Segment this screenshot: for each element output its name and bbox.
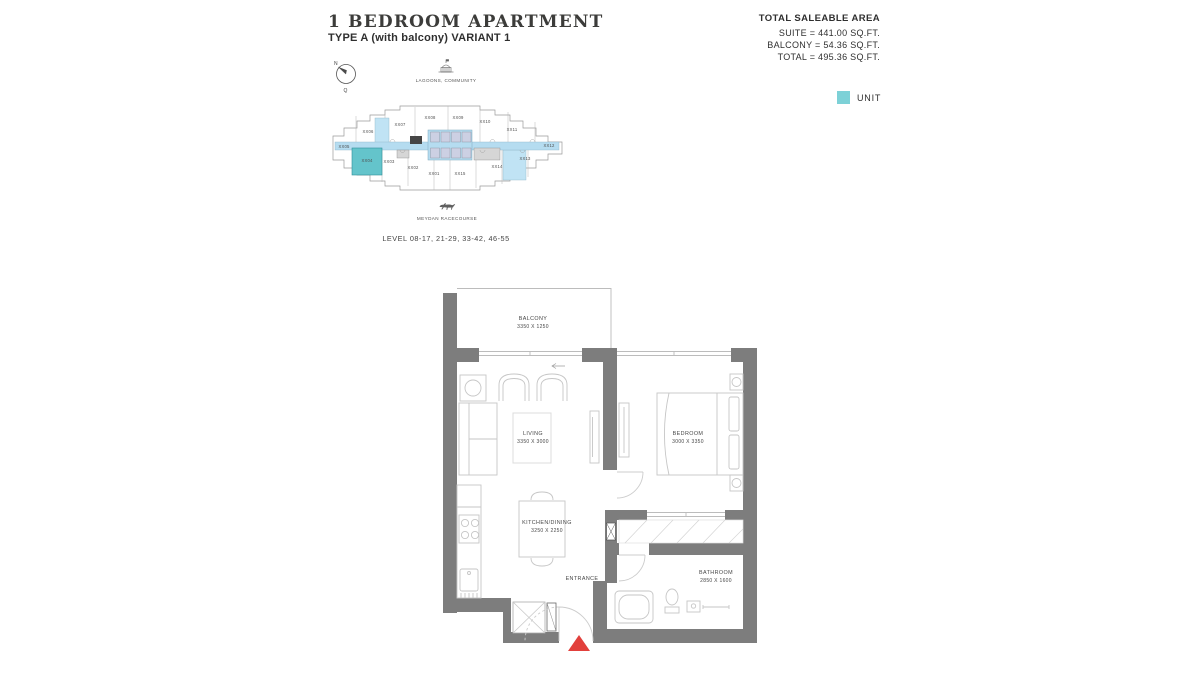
- room-dims-kitchen: 3250 X 2250: [531, 528, 563, 534]
- walls: [443, 293, 757, 643]
- area-summary-heading: TOTAL SALEABLE AREA: [758, 13, 880, 24]
- bedroom-door: [616, 471, 644, 499]
- context-label-top: LAGOONS, COMMUNITY: [415, 78, 477, 83]
- elevator-bank: [430, 131, 472, 159]
- compass-icon: N Q: [334, 61, 356, 94]
- secondary-unit-area: [502, 149, 527, 181]
- room-dims-bedroom: 3000 X 3350: [672, 439, 704, 445]
- community-landmark-icon: [438, 59, 454, 73]
- armchair: [536, 373, 568, 401]
- room-label-living: LIVING: [523, 431, 543, 437]
- rug: [512, 412, 552, 464]
- area-suite: SUITE = 441.00 SQ.FT.: [778, 28, 880, 38]
- keyplan-unit-label-highlighted: XX04: [361, 158, 373, 163]
- dresser: [618, 402, 630, 458]
- floor-plan: BALCONY 3350 X 1250 LIVING 3350 X 3000 B…: [443, 288, 757, 651]
- legend-unit-swatch: [837, 91, 850, 104]
- area-total: TOTAL = 495.36 SQ.FT.: [777, 52, 880, 62]
- room-label-kitchen: KITCHEN/DINING: [522, 520, 572, 526]
- area-summary: TOTAL SALEABLE AREA SUITE = 441.00 SQ.FT…: [759, 13, 880, 63]
- keyplan-unit-label: XX11: [507, 127, 518, 132]
- kitchen-counter: [456, 484, 482, 599]
- keyplan-unit-label: XX03: [383, 159, 395, 164]
- area-balcony: BALCONY = 54.36 SQ.FT.: [767, 40, 880, 50]
- page-title: 1 BEDROOM APARTMENT: [328, 12, 604, 32]
- keyplan-unit-label: XX07: [394, 122, 406, 127]
- entrance-marker: [568, 635, 590, 651]
- balcony-railing: [457, 288, 612, 348]
- service-shaft: [410, 136, 422, 144]
- keyplan-unit-label: XX14: [491, 164, 503, 169]
- legend-unit-label: UNIT: [857, 92, 882, 103]
- tv-console: [589, 410, 600, 464]
- level-range: LEVEL 08-17, 21-29, 33-42, 46-55: [382, 234, 510, 243]
- room-dims-balcony: 3350 X 1250: [517, 324, 549, 330]
- keyplan-unit-label: XX13: [519, 156, 531, 161]
- room-label-entrance: ENTRANCE: [566, 576, 599, 582]
- bathroom-door: [618, 554, 646, 582]
- toilet: [664, 588, 680, 614]
- wardrobe: [618, 519, 744, 544]
- room-label-bathroom: BATHROOM: [699, 570, 733, 576]
- nightstand: [729, 373, 744, 391]
- racehorse-icon: [439, 203, 456, 210]
- duct-shaft: [606, 522, 616, 541]
- windows: [479, 351, 731, 517]
- key-plan: XX01 XX02 XX03 XX04 XX05 XX06 XX07 XX08 …: [332, 105, 563, 191]
- keyplan-unit-highlighted: [351, 147, 383, 176]
- keyplan-unit-label: XX08: [424, 115, 436, 120]
- room-label-bedroom: BEDROOM: [673, 431, 704, 437]
- keyplan-unit-label: XX02: [407, 165, 419, 170]
- keyplan-unit-label: XX06: [362, 129, 374, 134]
- stove: [458, 514, 480, 544]
- svg-text:Q: Q: [344, 88, 348, 94]
- sofa: [458, 402, 498, 476]
- bed: [656, 392, 744, 476]
- dining-table: [518, 491, 566, 567]
- entrance-door: [524, 606, 594, 642]
- kitchen-sink: [459, 568, 479, 598]
- bathtub: [614, 590, 654, 624]
- page-subtitle: TYPE A (with balcony) VARIANT 1: [328, 32, 511, 44]
- keyplan-unit-label: XX01: [428, 171, 440, 176]
- bathroom-sink: [686, 600, 701, 613]
- room-label-balcony: BALCONY: [519, 316, 548, 322]
- towel-rail: [702, 605, 730, 609]
- room-dims-living: 3350 X 3000: [517, 439, 549, 445]
- stair-core: [374, 117, 390, 145]
- context-label-bottom: MEYDAN RACECOURSE: [416, 216, 478, 221]
- nightstand: [729, 474, 744, 492]
- legend: UNIT: [837, 91, 881, 104]
- keyplan-unit-labels: XX01 XX02 XX03 XX04 XX05 XX06 XX07 XX08 …: [338, 115, 555, 176]
- svg-text:N: N: [334, 61, 338, 67]
- utility-boxes: [396, 147, 501, 161]
- armchair: [498, 373, 530, 401]
- corridor-doors: [389, 139, 536, 153]
- slide-arrow: [551, 363, 565, 369]
- keyplan-unit-label: XX10: [479, 119, 491, 124]
- room-dims-bathroom: 2850 X 1600: [700, 578, 732, 584]
- keyplan-unit-label: XX09: [452, 115, 464, 120]
- side-table: [459, 374, 487, 402]
- keyplan-unit-label: XX12: [543, 143, 555, 148]
- keyplan-unit-label: XX05: [338, 144, 350, 149]
- keyplan-unit-label: XX15: [454, 171, 466, 176]
- laundry-box: [512, 601, 557, 634]
